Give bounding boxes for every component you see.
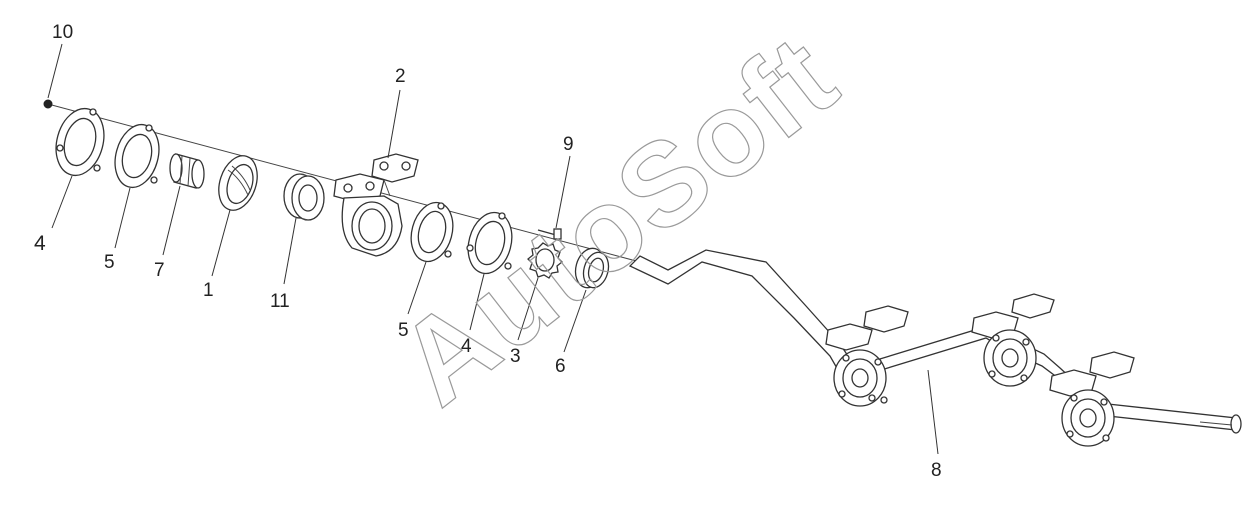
callout-6: 6 xyxy=(555,356,566,377)
leader-8 xyxy=(927,369,939,455)
leader-3 xyxy=(517,277,539,341)
part-shim-right-5 xyxy=(410,201,454,263)
part-shim-left-5 xyxy=(114,123,160,189)
part-shaft-housing-3 xyxy=(1049,351,1135,447)
callout-11: 11 xyxy=(270,291,290,312)
part-housing-2 xyxy=(333,153,419,257)
part-ring-6 xyxy=(574,247,610,289)
leader-5b xyxy=(407,261,427,315)
part-seal-1 xyxy=(218,155,258,211)
leader-2 xyxy=(387,89,401,159)
callout-10: 10 xyxy=(52,22,73,43)
part-bearing-11 xyxy=(283,173,325,221)
leader-1 xyxy=(211,209,231,277)
leader-5a xyxy=(114,187,131,249)
part-gear-3 xyxy=(527,242,563,279)
part-shaft-8 xyxy=(628,249,1242,434)
leader-9 xyxy=(555,155,571,229)
callout-5-right: 5 xyxy=(398,320,409,341)
callout-2: 2 xyxy=(395,66,406,87)
part-shaft-housing-2 xyxy=(971,293,1055,387)
part-nut xyxy=(43,99,53,109)
part-screw-9 xyxy=(537,228,562,240)
part-bushing-7 xyxy=(169,153,205,189)
callout-7: 7 xyxy=(154,260,165,281)
callout-5-left: 5 xyxy=(104,252,115,273)
part-shaft-housing-1 xyxy=(825,305,909,407)
callout-8: 8 xyxy=(931,460,942,481)
leader-4b xyxy=(469,273,485,331)
leader-11 xyxy=(283,217,297,285)
leader-6 xyxy=(563,289,587,353)
leader-7 xyxy=(162,185,181,256)
callout-9: 9 xyxy=(563,134,574,155)
leader-4a xyxy=(51,175,73,229)
callout-3: 3 xyxy=(510,346,521,367)
callout-1: 1 xyxy=(203,280,214,301)
callout-4-left: 4 xyxy=(34,232,46,255)
part-gasket-right-4 xyxy=(466,211,513,275)
leader-10 xyxy=(47,43,63,99)
part-gasket-left-4 xyxy=(55,107,105,177)
callout-4-right: 4 xyxy=(461,336,472,357)
